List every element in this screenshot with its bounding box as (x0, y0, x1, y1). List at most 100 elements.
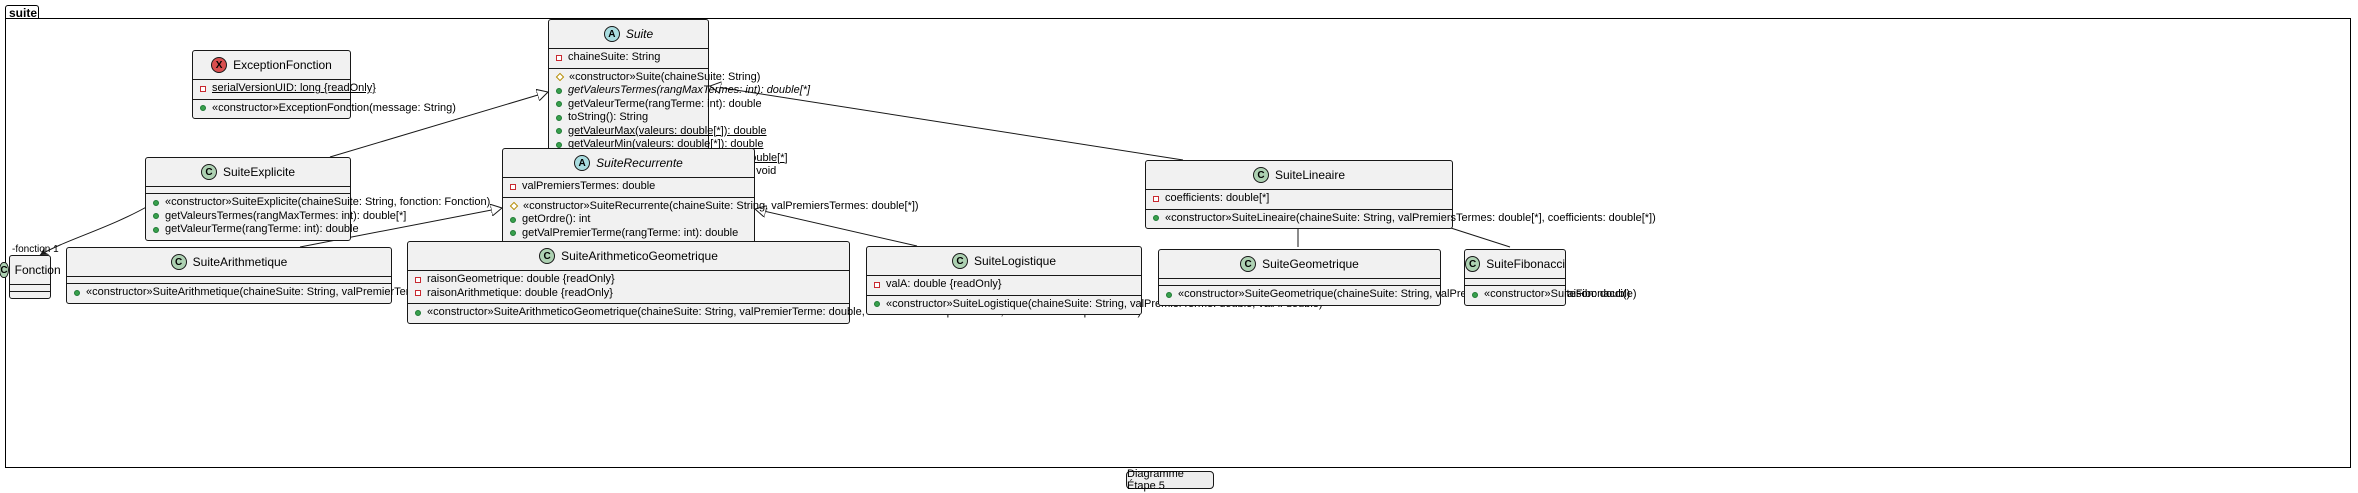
attribute-row: valPremiersTermes: double (509, 180, 748, 194)
method-text: getValeurMax(valeurs: double[*]): double (568, 124, 767, 137)
class-name: SuiteRecurrente (596, 156, 683, 170)
private-visibility-icon (415, 290, 421, 297)
attribute-row: coefficients: double[*] (1152, 192, 1446, 206)
method-text: «constructor»SuiteFibonacci() (1484, 288, 1631, 300)
class-header: C SuiteFibonacci (1465, 250, 1565, 279)
class-badge-icon: C (170, 254, 187, 270)
abstract-class-badge-icon: A (603, 26, 620, 42)
class-badge-icon: C (951, 253, 968, 269)
method-text: getValeurMin(valeurs: double[*]): double (568, 138, 764, 150)
public-visibility-icon (153, 199, 159, 206)
attributes-section: chaineSuite: String (549, 49, 708, 69)
method-text: getValeurTerme(rangTerme: int): double (568, 97, 762, 110)
public-visibility-icon (153, 213, 159, 220)
caption-text: Diagramme Étape 5 (1127, 468, 1184, 492)
method-row: getValeurTerme(rangTerme: int): double (555, 98, 762, 112)
method-row: «constructor»SuiteLineaire(chaineSuite: … (1152, 212, 1656, 226)
public-visibility-icon (74, 289, 80, 296)
private-visibility-icon (415, 276, 421, 283)
attribute-text: coefficients: double[*] (1165, 192, 1270, 204)
method-text: getValeursTermes(rangMaxTermes: int): do… (568, 84, 811, 96)
class-name: SuiteLineaire (1274, 168, 1346, 182)
edge-lineaire-suite (710, 86, 1184, 161)
public-visibility-icon (1166, 291, 1172, 298)
class-name: SuiteExplicite (222, 165, 296, 179)
class-name: SuiteLogistique (973, 254, 1057, 268)
class-badge-icon: C (1465, 256, 1481, 272)
class-badge-icon: C (539, 248, 556, 264)
edge-logistique-recurrente (755, 209, 918, 247)
attributes-section (1159, 279, 1440, 286)
attribute-text: raisonArithmetique: double {readOnly} (427, 286, 613, 299)
class-header: A Suite (549, 20, 708, 49)
class-name: SuiteFibonacci (1486, 257, 1565, 271)
public-visibility-icon (556, 87, 562, 94)
package-name: suite (9, 6, 38, 20)
abstract-class-badge-icon: A (574, 155, 591, 171)
attribute-text: valPremiersTermes: double (522, 180, 656, 192)
attributes-section: raisonGeometrique: double {readOnly}rais… (408, 271, 849, 304)
public-visibility-icon (510, 230, 516, 237)
public-visibility-icon (510, 216, 516, 223)
class-name: Fonction (14, 263, 61, 277)
public-visibility-icon (556, 101, 562, 108)
class-suite-fibonacci[interactable]: C SuiteFibonacci «constructor»SuiteFibonac… (1464, 249, 1630, 306)
attributes-section (67, 277, 391, 284)
class-name: SuiteGeometrique (1262, 257, 1359, 271)
attribute-row: raisonArithmetique: double {readOnly} (414, 287, 843, 301)
public-visibility-icon (556, 141, 562, 148)
association-label: -fonction 1 (12, 244, 59, 255)
method-text: getOrdre(): int (522, 213, 591, 225)
public-visibility-icon (556, 128, 562, 135)
method-text: getValeursTermes(rangMaxTermes: int): do… (165, 209, 407, 222)
package-frame (5, 18, 2351, 468)
protected-visibility-icon (509, 202, 519, 211)
class-header: A SuiteRecurrente (503, 149, 754, 178)
attribute-text: valA: double {readOnly} (886, 278, 1002, 290)
methods-section: «constructor»SuiteLineaire(chaineSuite: … (1146, 210, 1656, 229)
attributes-section: valA: double {readOnly} (867, 276, 1141, 296)
method-row: «constructor»SuiteArithmeticoGeometrique… (414, 306, 1141, 320)
method-row: «constructor»Suite(chaineSuite: String) (555, 71, 760, 85)
private-visibility-icon (556, 54, 562, 61)
methods-section: «constructor»SuiteArithmetique(chaineSui… (67, 284, 604, 303)
method-row: toString(): String (555, 111, 702, 125)
method-row: getValeursTermes(rangMaxTermes: int): do… (555, 84, 810, 98)
attribute-text: serialVersionUID: long {readOnly} (212, 82, 376, 94)
private-visibility-icon (1153, 195, 1159, 202)
method-text: «constructor»SuiteExplicite(chaineSuite:… (165, 196, 491, 208)
attribute-row: chaineSuite: String (555, 51, 702, 65)
public-visibility-icon (1153, 215, 1159, 222)
class-name: ExceptionFonction (233, 58, 332, 72)
method-text: getValeurTerme(rangTerme: int): double (165, 223, 359, 235)
attributes-section: serialVersionUID: long {readOnly} (193, 80, 376, 100)
public-visibility-icon (415, 309, 421, 316)
class-name: Suite (625, 27, 654, 41)
attribute-row: raisonGeometrique: double {readOnly} (414, 273, 843, 287)
attribute-row: serialVersionUID: long {readOnly} (199, 82, 376, 96)
method-text: «constructor»Suite(chaineSuite: String) (569, 70, 761, 83)
method-row: «constructor»SuiteLogistique(chaineSuite… (873, 298, 1323, 312)
method-row: «constructor»SuiteFibonacci() (1471, 288, 1630, 302)
association-role: -fonction (12, 244, 51, 255)
class-suite-logistique[interactable]: C SuiteLogistique valA: double {readOnly} «… (866, 246, 1323, 315)
edge-arithmetique-recurrente (299, 208, 502, 248)
public-visibility-icon (556, 114, 562, 121)
class-suite-recurrente[interactable]: A SuiteRecurrente valPremiersTermes: doubl… (502, 148, 919, 258)
method-row: «constructor»SuiteExplicite(chaineSuite:… (152, 196, 490, 210)
methods-section (10, 292, 50, 298)
private-visibility-icon (874, 281, 880, 288)
association-multiplicity: 1 (53, 244, 59, 255)
method-row: getValeursTermes(rangMaxTermes: int): do… (152, 210, 406, 224)
